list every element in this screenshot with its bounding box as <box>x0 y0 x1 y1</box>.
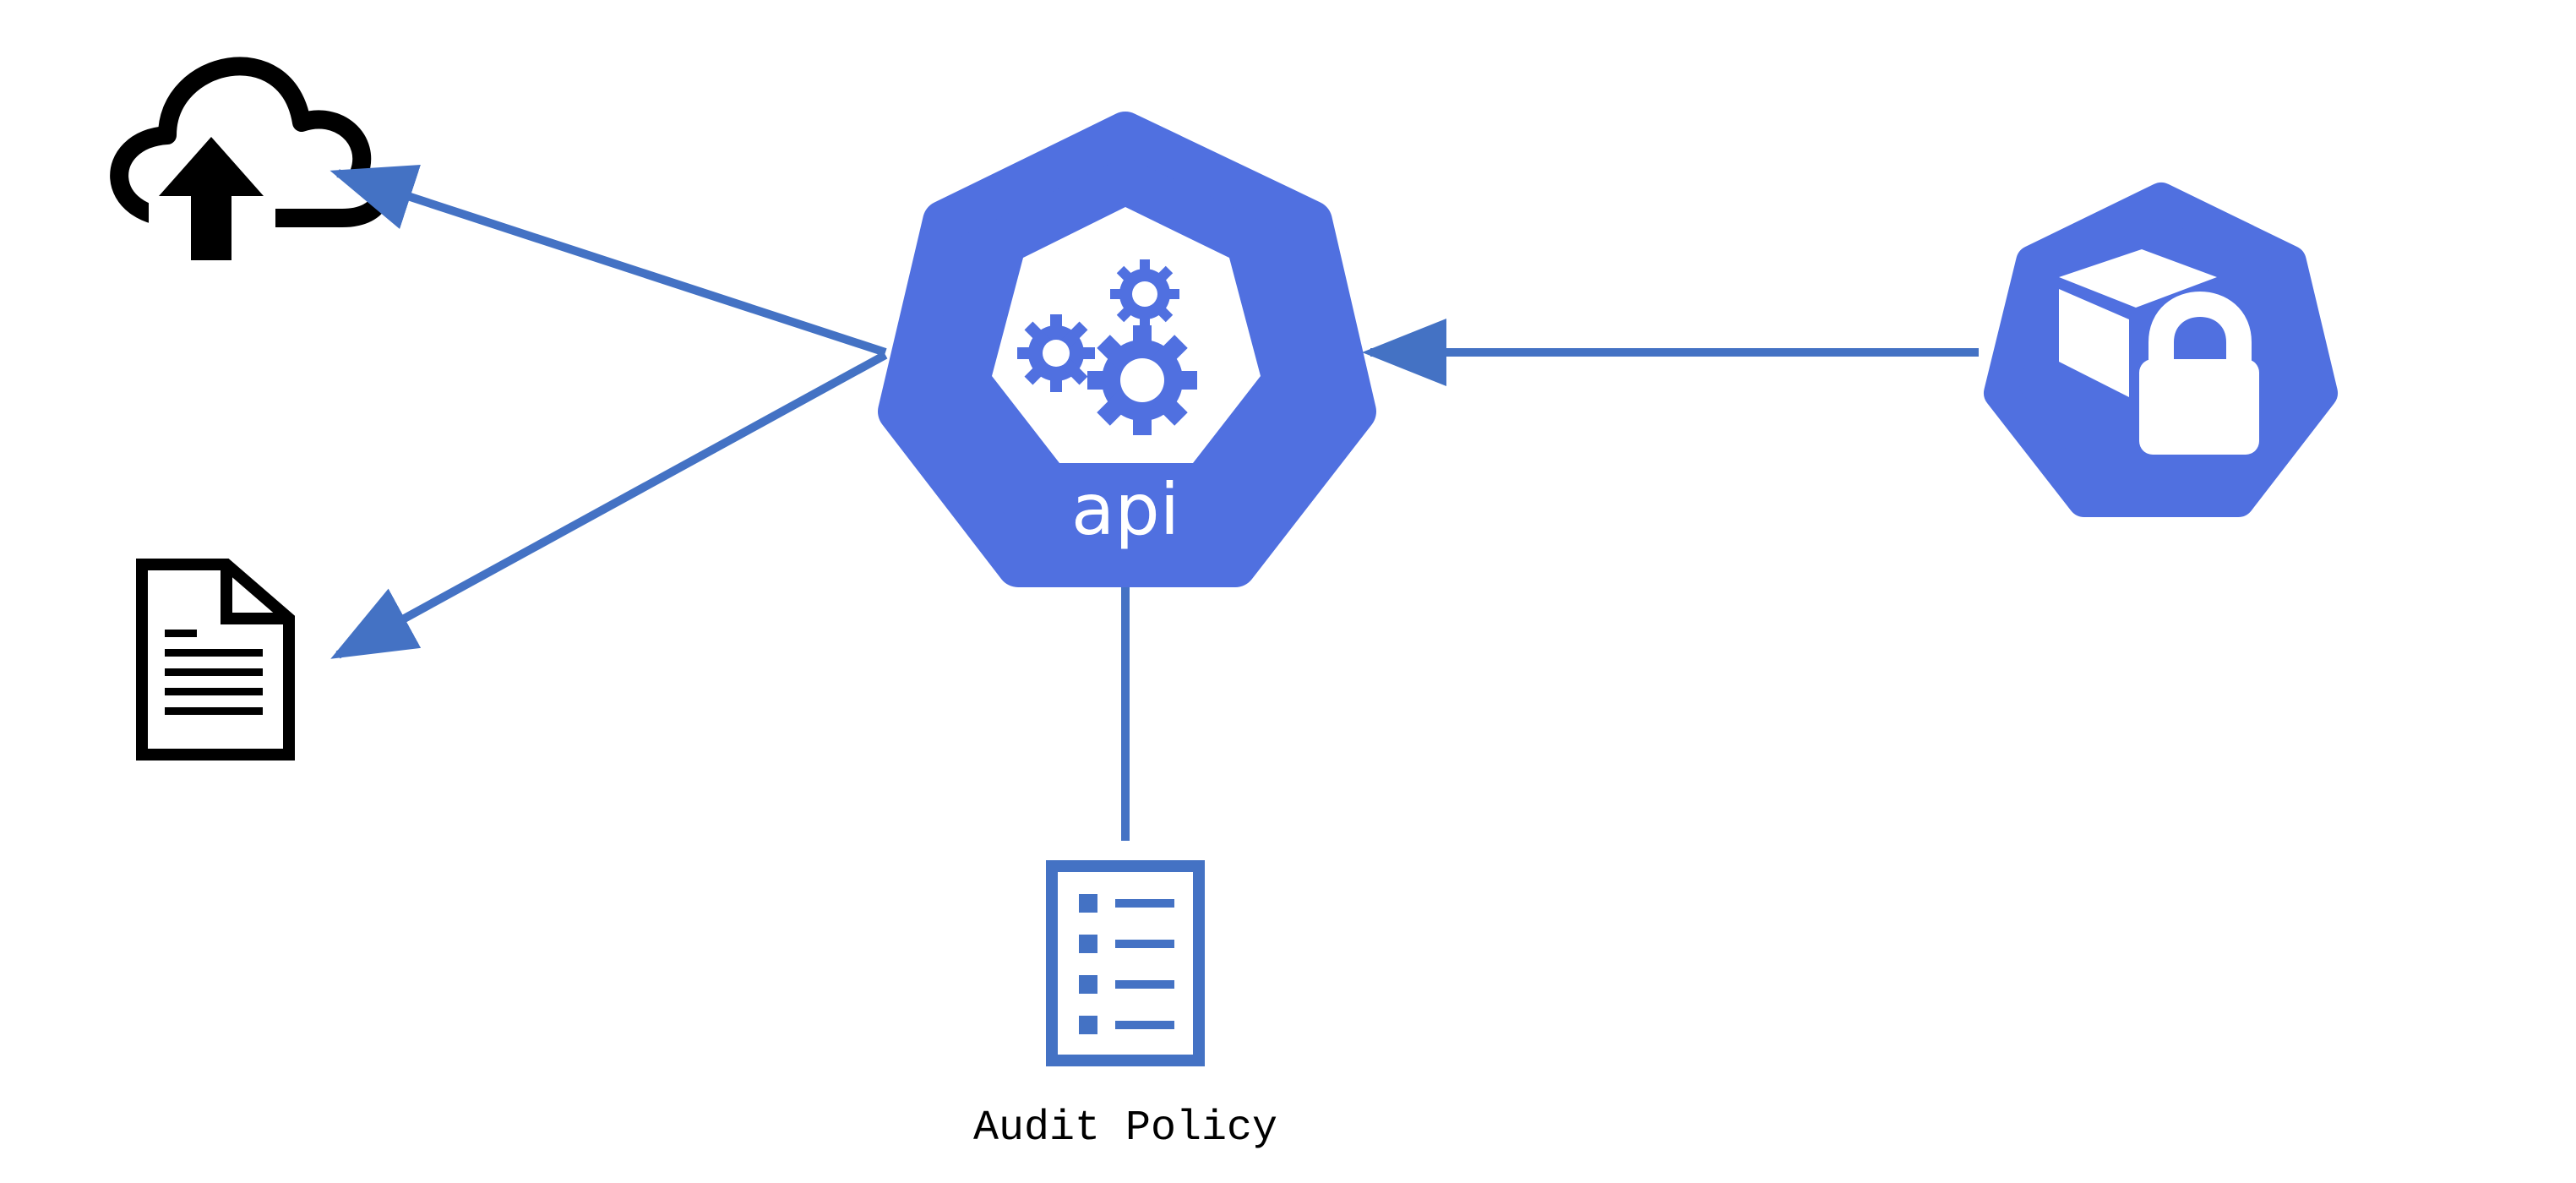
arrow-to-cloud-upload <box>329 164 887 357</box>
secret-node <box>1984 183 2338 517</box>
api-server-inner-panel <box>992 207 1261 463</box>
arrow-to-log-file <box>330 351 888 659</box>
checklist-document-icon <box>1046 860 1205 1066</box>
api-server-node: api <box>878 112 1376 587</box>
package-icon <box>2059 249 2217 397</box>
api-server-label: api <box>1071 468 1179 551</box>
text-document-icon <box>136 559 295 760</box>
lock-icon <box>2139 292 2259 455</box>
gears-icon <box>1017 259 1197 435</box>
cloud-upload-icon <box>110 57 389 260</box>
audit-policy-caption: Audit Policy <box>973 1104 1277 1153</box>
